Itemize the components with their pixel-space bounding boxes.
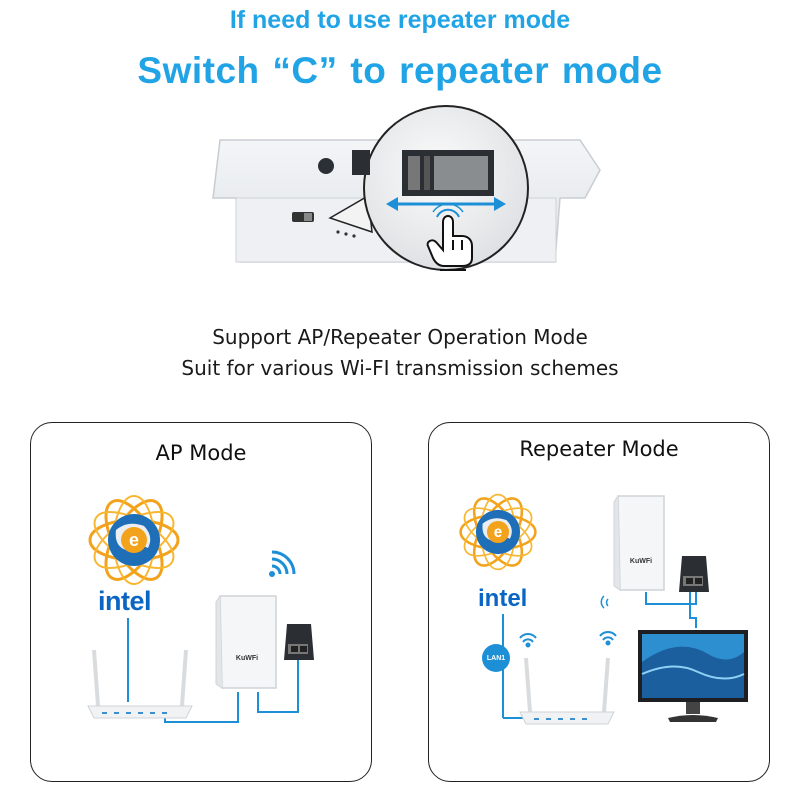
wifi-signal-icon [269,550,296,577]
svg-text:e: e [494,524,503,541]
header-line-2: Switch “C” to repeater mode [137,50,663,91]
wifi-signal-icon [599,631,617,646]
repeater-device-brand: KuWFi [630,558,652,565]
cpe-device-icon: KuWFi [215,595,277,689]
wifi-signal-icon [519,633,537,648]
device-switch-illustration [212,105,601,271]
ap-intel-logo: intel [98,586,151,616]
description-line-1: Support AP/Repeater Operation Mode [212,325,588,349]
router-icon [519,657,615,725]
reset-button-icon [318,158,334,174]
wifi-signal-icon [600,595,609,609]
poe-adapter-icon [679,556,709,592]
monitor-icon [638,630,748,722]
internet-globe-icon: e [88,495,180,585]
svg-text:e: e [129,530,139,550]
ap-mode-diagram: e intel KuWFi [87,495,314,723]
router-icon [87,649,193,719]
internet-globe-icon: e [459,493,537,571]
poe-adapter-icon [284,624,314,660]
repeater-mode-title: Repeater Mode [519,437,679,461]
header-line-1: If need to use repeater mode [229,6,571,34]
repeater-mode-diagram: e intel LAN1 KuWFi [459,493,748,725]
ap-device-brand: KuWFi [236,655,258,662]
repeater-intel-logo: intel [478,585,527,612]
description-line-2: Suit for various Wi-FI transmission sche… [181,356,619,380]
cpe-device-icon: KuWFi [613,495,665,591]
lan1-port-badge: LAN1 [482,644,510,672]
pointing-hand-icon [426,215,473,271]
ap-mode-title: AP Mode [155,441,247,465]
